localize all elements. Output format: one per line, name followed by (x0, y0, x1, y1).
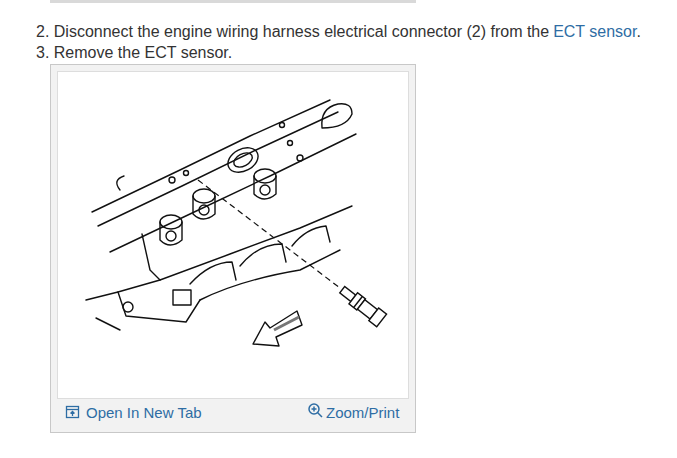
engine-drawing (86, 100, 356, 330)
direction-arrow (253, 311, 302, 346)
icon-box (67, 407, 79, 418)
bolt-head (260, 185, 270, 195)
bolt-hole (288, 141, 293, 146)
head-edge (98, 112, 338, 226)
link-text: ECT sensor (553, 23, 636, 40)
icon-bar (67, 409, 79, 410)
step-line: 3. Remove the ECT sensor. (36, 43, 232, 63)
head-edge (110, 134, 356, 252)
head-edge (142, 234, 160, 280)
arrow-shade (274, 317, 299, 330)
plug-boss (160, 222, 182, 245)
bolt-hole (169, 177, 175, 183)
runner (292, 226, 330, 246)
bolt-head (166, 231, 176, 241)
bolt-hole (297, 155, 303, 161)
previous-panel-edge (50, 0, 416, 3)
bracket (173, 290, 191, 305)
hex-line (354, 296, 363, 307)
bolt-hole (184, 171, 189, 176)
runner (190, 262, 236, 284)
port-d (322, 104, 352, 128)
bolt-hole (280, 123, 285, 128)
plug-boss (193, 196, 215, 219)
link-text: Open In New Tab (85, 404, 203, 422)
icon-arrow (71, 412, 75, 417)
zoom-icon (309, 404, 322, 417)
bolt-head (199, 205, 209, 215)
plug-boss (160, 215, 182, 229)
step-text: . (636, 23, 640, 40)
port-oval (231, 150, 254, 170)
block-edge (86, 292, 200, 322)
dashed-leader (198, 180, 340, 288)
plug-boss (193, 189, 215, 203)
head-face (118, 206, 352, 292)
runner (240, 244, 286, 266)
step-line: 2. Disconnect the engine wiring harness … (36, 22, 641, 42)
bolt-hole (123, 302, 133, 312)
step-text: 2. Disconnect the engine wiring harness … (36, 23, 549, 40)
plug-boss (254, 176, 276, 199)
image-frame (58, 72, 409, 399)
sensor-connector (369, 308, 387, 327)
head-edge (92, 100, 330, 212)
image-panel (51, 65, 416, 433)
port-arc (117, 176, 124, 190)
new-tab-icon (67, 407, 79, 418)
ect-sensor (337, 283, 386, 326)
handle (318, 413, 323, 418)
plug-boss (254, 169, 276, 183)
runner-base (200, 250, 340, 300)
plus (312, 407, 317, 412)
link-text: Zoom/Print (325, 404, 400, 422)
step-text: 3. Remove the ECT sensor. (36, 44, 232, 61)
block-edge (96, 318, 120, 330)
